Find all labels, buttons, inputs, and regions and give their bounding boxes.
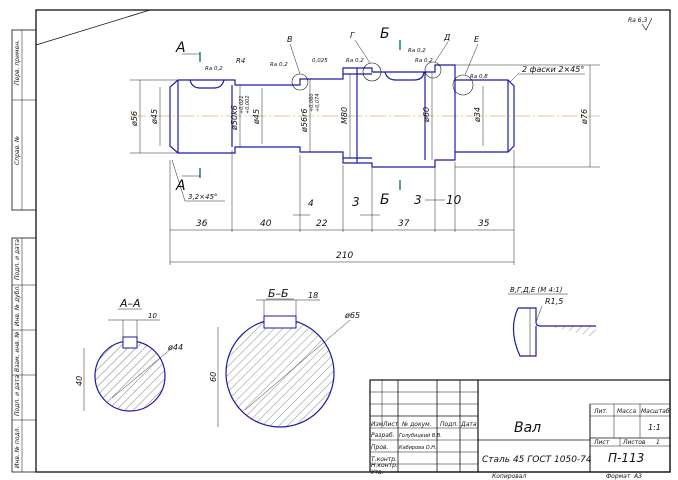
section-a-view: А–А 10 ø44 40 (75, 297, 183, 412)
stamp-sign-date-1: Подп. и дата (14, 239, 21, 280)
detail-label-e: Е (474, 35, 480, 44)
svg-text:ø44: ø44 (167, 343, 183, 352)
chamfer-note: 2 фаски 2×45° (522, 65, 584, 74)
svg-text:37: 37 (398, 219, 410, 229)
section-b-view: Б–Б 18 ø65 60 (209, 287, 360, 428)
stamp-replace-inv: Взам. инв. № (14, 331, 21, 372)
svg-text:Изм: Изм (371, 421, 384, 428)
stamp-first-use: Перв. примен. (14, 40, 21, 85)
material: Сталь 45 ГОСТ 1050-74 (482, 455, 592, 465)
overall-length: 210 (336, 251, 353, 261)
svg-text:R1,5: R1,5 (545, 297, 563, 306)
chamfer-left: 3,2×45° (188, 193, 217, 201)
svg-text:3: 3 (352, 195, 360, 209)
title-block: Изм Лист № докум. Подп. Дата Разраб. Гол… (369, 379, 671, 480)
radius-callout: R4 (236, 57, 245, 65)
length-dim-lines (169, 150, 515, 265)
svg-text:35: 35 (478, 219, 490, 229)
svg-text:ø60: ø60 (422, 107, 431, 123)
svg-text:№ докум.: № докум. (401, 421, 432, 428)
section-a-top: А (175, 40, 186, 56)
svg-text:Б–Б: Б–Б (268, 287, 289, 300)
svg-text:M80: M80 (340, 107, 349, 124)
stamp-inv-orig: Инв. № подл. (14, 427, 21, 468)
svg-text:ø65: ø65 (344, 311, 360, 320)
detail-label-d: Д (443, 33, 450, 42)
svg-text:ø76: ø76 (580, 109, 589, 125)
section-markers: А А Б Б (175, 26, 401, 208)
diameter-labels: ø56 ø45 ø50k6 +0,021 +0,002 ø45 ø56r6 +0… (130, 93, 589, 133)
svg-text:1:1: 1:1 (648, 423, 661, 432)
svg-text:Т.контр.: Т.контр. (371, 456, 397, 463)
roughness-corner: Ra 6,3 (628, 17, 647, 24)
svg-text:40: 40 (260, 219, 272, 229)
svg-text:22: 22 (316, 219, 328, 229)
svg-text:+0,021: +0,021 (239, 95, 245, 114)
svg-text:Ra 0,8: Ra 0,8 (470, 74, 488, 80)
svg-text:Утв.: Утв. (371, 469, 384, 476)
section-b-bottom: Б (380, 192, 390, 208)
svg-text:Ra 0,2: Ra 0,2 (205, 66, 223, 72)
svg-text:Формат: Формат (606, 473, 631, 480)
detail-circle-g (362, 62, 382, 82)
side-stamps: Перв. примен. Справ. № Подп. и дата Инв.… (11, 29, 37, 473)
svg-text:+0,074: +0,074 (315, 93, 321, 112)
detail-circle-e (452, 74, 474, 96)
svg-text:3: 3 (414, 193, 422, 207)
svg-text:Кабирова О.Н.: Кабирова О.Н. (399, 445, 437, 451)
svg-text:4: 4 (308, 199, 314, 209)
svg-text:10: 10 (148, 312, 157, 320)
svg-text:Ra 0,2: Ra 0,2 (415, 58, 433, 64)
svg-text:ø56: ø56 (130, 111, 139, 127)
drawing-code: П-113 (608, 451, 644, 465)
svg-text:+0,060: +0,060 (309, 93, 315, 112)
detail-label-v: В (287, 35, 293, 44)
shaft-outline (169, 64, 515, 168)
top-left-stamp (35, 9, 151, 46)
stamp-inv-dup: Инв. № дубл. (14, 285, 21, 326)
svg-text:А3: А3 (633, 473, 642, 480)
svg-text:Лист: Лист (593, 439, 610, 446)
svg-text:В,Г,Д,Е (М 4:1): В,Г,Д,Е (М 4:1) (510, 286, 563, 294)
svg-text:+0,002: +0,002 (245, 95, 251, 114)
svg-text:ø56r6: ø56r6 (300, 109, 309, 133)
svg-text:Н.контр.: Н.контр. (371, 462, 398, 469)
part-name: Вал (514, 420, 541, 436)
svg-text:36: 36 (196, 219, 208, 229)
svg-text:ø45: ø45 (252, 109, 261, 125)
svg-text:Подп.: Подп. (440, 421, 458, 428)
svg-text:Дата: Дата (460, 421, 477, 428)
svg-text:ø50k6: ø50k6 (230, 105, 239, 131)
svg-text:А–А: А–А (119, 297, 141, 310)
svg-text:Ra 0,2: Ra 0,2 (270, 62, 288, 68)
detail-view: В,Г,Д,Е (М 4:1) R1,5 (508, 286, 596, 357)
svg-text:1: 1 (656, 439, 660, 446)
svg-text:Пров.: Пров. (371, 444, 389, 451)
detail-label-g: Г (350, 31, 355, 40)
svg-text:Масштаб: Масштаб (641, 408, 670, 415)
svg-text:40: 40 (75, 376, 84, 386)
svg-text:Лист: Лист (382, 421, 399, 428)
svg-text:Голубицкий В.В.: Голубицкий В.В. (399, 433, 442, 439)
roughness-marks: Ra 0,2 Ra 0,2 Ra 0,2 Ra 0,2 Ra 0,2 Ra 0,… (205, 48, 488, 80)
svg-text:ø45: ø45 (150, 109, 159, 125)
svg-text:Ra 0,2: Ra 0,2 (346, 58, 364, 64)
stamp-sign-date-2: Подп. и дата (14, 375, 21, 416)
svg-text:Лит.: Лит. (593, 408, 608, 415)
runout-callout: 0,025 (312, 58, 328, 64)
svg-text:Листов: Листов (622, 439, 646, 446)
svg-text:Масса: Масса (617, 408, 636, 415)
svg-text:Ra 0,2: Ra 0,2 (408, 48, 426, 54)
section-b-top: Б (380, 26, 390, 42)
svg-text:10: 10 (446, 193, 462, 207)
svg-text:Копировал: Копировал (492, 473, 526, 480)
svg-text:60: 60 (209, 372, 218, 382)
svg-text:18: 18 (308, 291, 318, 300)
detail-circle-d (424, 61, 442, 79)
length-labels: 36 40 4 22 3 37 3 10 35 210 (196, 193, 490, 261)
svg-text:ø34: ø34 (473, 107, 482, 123)
stamp-ref-no: Справ. № (14, 136, 21, 165)
svg-text:Разраб.: Разраб. (371, 432, 395, 439)
